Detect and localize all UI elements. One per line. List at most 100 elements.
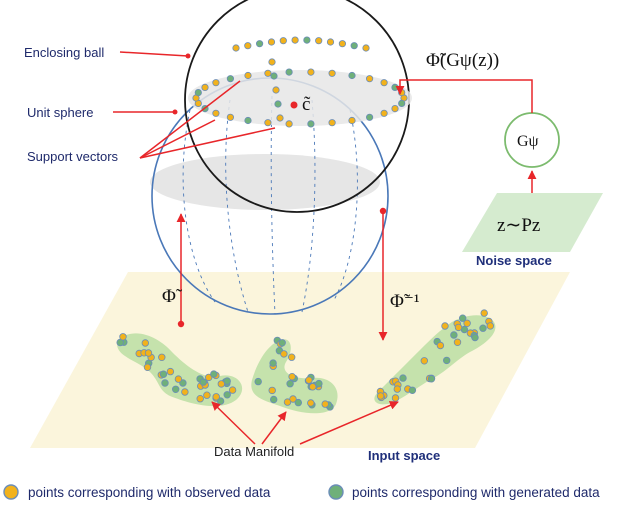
- support-vector-point: [285, 68, 293, 76]
- legend-observed-marker: [3, 484, 19, 500]
- manifold-point: [144, 349, 153, 357]
- manifold-point: [315, 379, 323, 388]
- support-vector-point: [272, 86, 280, 94]
- support-vector-point: [328, 119, 336, 127]
- support-vector-point: [291, 36, 299, 44]
- input-space-label: Input space: [368, 448, 440, 463]
- manifold-point: [119, 333, 127, 341]
- support-vector-point: [348, 71, 356, 80]
- support-vector-point: [232, 44, 240, 52]
- manifold-point: [450, 331, 458, 339]
- support-vector-point: [391, 105, 399, 113]
- manifold-point: [305, 376, 313, 384]
- manifold-point: [174, 375, 183, 383]
- support-vector-point: [398, 99, 406, 108]
- support-vector-point: [226, 113, 234, 121]
- support-vector-point: [274, 100, 282, 108]
- noise-space-label: Noise space: [476, 253, 552, 268]
- manifold-point: [399, 374, 407, 382]
- input-space-plane: [30, 272, 570, 448]
- arrow-enclosing-ball: [119, 51, 189, 57]
- manifold-point: [408, 386, 417, 394]
- manifold-point: [393, 385, 401, 393]
- support-vector-point: [212, 109, 220, 117]
- support-vector-point: [303, 36, 311, 44]
- manifold-point: [158, 353, 166, 361]
- support-vector-point: [380, 79, 388, 87]
- support-vector-point: [348, 116, 356, 125]
- support-vector-point: [212, 79, 220, 87]
- support-vector-point: [201, 83, 209, 92]
- support-vector-point: [365, 75, 374, 83]
- manifold-point: [161, 379, 169, 387]
- support-vector-point: [244, 42, 252, 50]
- data-manifold-label: Data Manifold: [214, 444, 294, 459]
- support-vector-point: [326, 38, 335, 46]
- manifold-point: [307, 399, 315, 407]
- support-vector-point: [270, 72, 278, 80]
- legend-generated-label: points corresponding with generated data: [352, 485, 600, 500]
- enclosing-ball-cap: [188, 70, 412, 126]
- manifold-point: [280, 350, 288, 358]
- support-vector-point: [268, 58, 276, 66]
- manifold-point: [196, 395, 204, 403]
- support-vector-point: [276, 114, 284, 122]
- manifold-point: [286, 380, 294, 388]
- manifold-point: [463, 319, 471, 327]
- support-vector-points: [192, 36, 408, 128]
- arrow-sv-2: [139, 127, 276, 159]
- noise-label: z∼Pz: [497, 215, 540, 236]
- phi-start-dot: [177, 320, 185, 328]
- manifold-point: [217, 380, 225, 388]
- manifold-point: [471, 333, 479, 342]
- manifold-point: [228, 386, 237, 394]
- support-vectors-label: Support vectors: [27, 149, 119, 164]
- support-vector-point: [244, 116, 252, 125]
- manifold-point: [254, 377, 262, 386]
- manifold-point: [321, 400, 329, 408]
- manifold-point: [212, 393, 220, 401]
- support-vector-point: [194, 89, 202, 97]
- manifold-point: [453, 338, 462, 346]
- manifold-point: [376, 392, 385, 400]
- support-vector-point: [267, 38, 276, 46]
- manifold-point: [159, 370, 168, 378]
- generator-label: Gψ: [517, 133, 539, 150]
- manifold-points: [116, 309, 494, 411]
- manifold-point: [269, 359, 277, 367]
- support-vector-point: [391, 83, 399, 92]
- manifold-point: [181, 388, 189, 396]
- support-vector-point: [279, 37, 287, 45]
- manifold-point: [391, 394, 400, 402]
- unit-sphere-dot: [172, 109, 178, 115]
- manifold-point: [166, 367, 175, 376]
- center-label: c̃: [302, 94, 311, 115]
- arrow-generator-to-ball: [395, 79, 533, 113]
- support-vector-point: [264, 69, 272, 77]
- phi-inverse-label: Φ̃⁻¹: [390, 291, 420, 312]
- center-point: [290, 101, 298, 109]
- arrow-sv-1: [139, 119, 216, 159]
- support-vector-point: [338, 40, 346, 48]
- manifold-point: [454, 323, 463, 332]
- support-vector-point: [365, 113, 374, 121]
- support-vector-point: [285, 120, 293, 128]
- support-vector-point: [307, 120, 315, 128]
- manifold-point: [141, 339, 149, 347]
- manifold-point: [288, 353, 296, 361]
- support-vector-point: [226, 75, 234, 83]
- manifold-point: [278, 339, 286, 347]
- manifold-point: [283, 398, 292, 406]
- manifold-point: [294, 398, 302, 407]
- arrow-sv-3: [139, 80, 241, 159]
- support-vector-point: [315, 37, 323, 45]
- manifold-point: [270, 395, 278, 404]
- manifold-point: [199, 378, 207, 386]
- enclosing-ball-label: Enclosing ball: [24, 45, 104, 60]
- phi-inverse-start-dot: [379, 207, 387, 215]
- manifold-point: [480, 309, 488, 317]
- manifold-point: [204, 373, 213, 382]
- arrow-manifold-left: [211, 401, 256, 445]
- manifold-right: [374, 315, 496, 405]
- manifold-middle: [251, 339, 338, 414]
